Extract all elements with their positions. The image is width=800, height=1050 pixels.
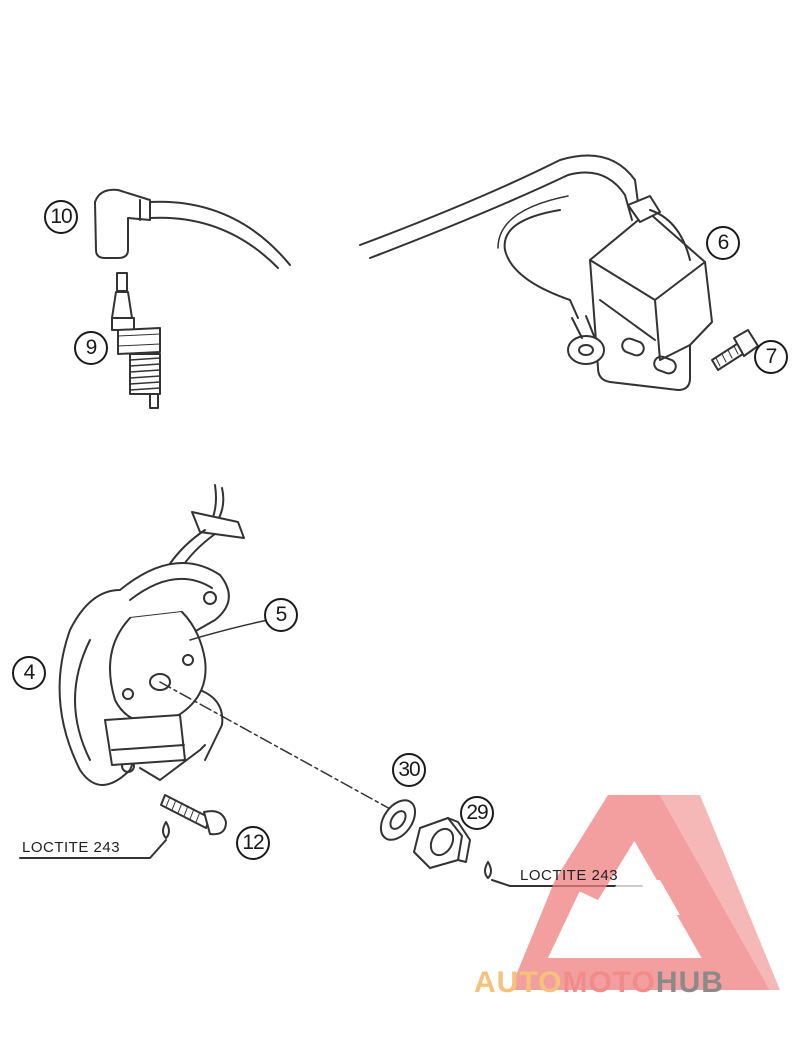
watermark-hub: HUB: [655, 966, 724, 999]
callout-30: 30: [392, 753, 426, 787]
spark-plug: [111, 272, 161, 409]
callout-7: 7: [754, 340, 788, 374]
callout-4: 4: [12, 656, 46, 690]
callout-5: 5: [264, 598, 298, 632]
ignition-coil: [359, 154, 713, 391]
callout-9: 9: [74, 331, 108, 365]
callout-6: 6: [706, 226, 740, 260]
leader-5: [189, 619, 269, 641]
loctite-note-right: LOCTITE 243: [520, 867, 619, 884]
watermark-auto: AUTO: [474, 966, 563, 999]
washer: [379, 799, 417, 841]
nut: [413, 817, 471, 869]
callout-29: 29: [460, 796, 494, 830]
pickup-coil: [104, 611, 207, 766]
coil-bolt: [711, 329, 759, 371]
loctite-note-left: LOCTITE 243: [22, 839, 121, 856]
watermark-moto: MOTO: [562, 966, 656, 999]
watermark-logo: [510, 795, 780, 990]
spark-plug-cap: [94, 188, 291, 269]
assembly-axis-line: [159, 681, 393, 811]
watermark-text: AUTOMOTOHUB: [474, 966, 724, 1000]
callout-12: 12: [236, 826, 270, 860]
loctite-drop-left: [19, 821, 170, 859]
stator-screw: [160, 794, 227, 836]
callout-10: 10: [44, 200, 78, 234]
